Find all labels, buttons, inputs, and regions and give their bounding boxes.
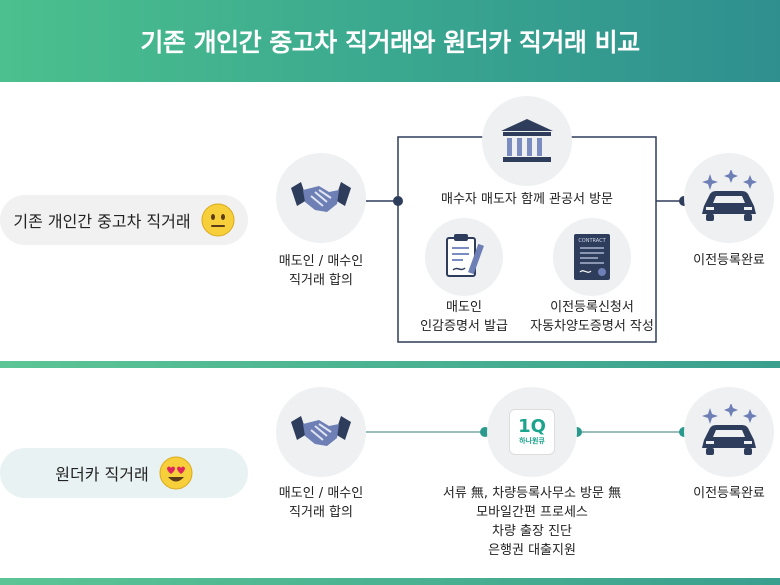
app-sub-text: 하나원큐 <box>519 437 545 445</box>
wondercar-trade-label: 원더카 직거래 <box>55 465 149 484</box>
bank-circle <box>482 96 572 186</box>
app-main-text: 1Q <box>518 416 546 437</box>
car-circle-row1 <box>684 153 774 243</box>
bank-building-icon <box>501 119 553 162</box>
wondercar-process-label: 서류 無, 차량등록사무소 방문 無 모바일간편 프로세스 차량 출장 진단 은… <box>442 486 622 558</box>
existing-trade-label: 기존 개인간 중고차 직거래 <box>13 212 191 231</box>
handshake-icon <box>291 182 351 212</box>
app-circle: 1Q 하나원큐 <box>487 387 577 477</box>
handshake-circle <box>276 153 366 243</box>
row2-end-label: 이전등록완료 <box>693 486 765 501</box>
contract-header-text: CONTRACT <box>578 238 606 244</box>
car-icon <box>702 404 757 455</box>
clipboard-circle <box>425 218 503 296</box>
handshake-circle-row2 <box>276 387 366 477</box>
title-banner: 기존 개인간 중고차 직거래와 원더카 직거래 비교 <box>0 0 780 82</box>
sparkle-icon <box>702 174 718 190</box>
visit-office-label: 매수자 매도자 함께 관공서 방문 <box>440 192 613 207</box>
car-icon <box>702 170 757 221</box>
clipboard-pen-icon <box>446 234 484 277</box>
divider-band <box>0 361 780 368</box>
page-title: 기존 개인간 중고차 직거래와 원더카 직거래 비교 <box>140 28 640 57</box>
contract-document-icon: CONTRACT <box>574 234 610 280</box>
neutral-face-icon <box>201 203 235 237</box>
contract-circle: CONTRACT <box>553 218 631 296</box>
heart-eyes-face-icon <box>159 456 193 490</box>
car-circle-row2 <box>684 387 774 477</box>
row1-end-label: 이전등록완료 <box>693 253 765 268</box>
sparkle-icon <box>702 408 718 424</box>
hana-one-q-app-icon: 1Q 하나원큐 <box>509 409 555 455</box>
wondercar-trade-pill: 원더카 직거래 <box>0 448 248 498</box>
bottom-band <box>0 578 780 585</box>
existing-trade-pill: 기존 개인간 중고차 직거래 <box>0 195 248 245</box>
connector-dot <box>393 196 403 206</box>
handshake-icon <box>291 416 351 446</box>
